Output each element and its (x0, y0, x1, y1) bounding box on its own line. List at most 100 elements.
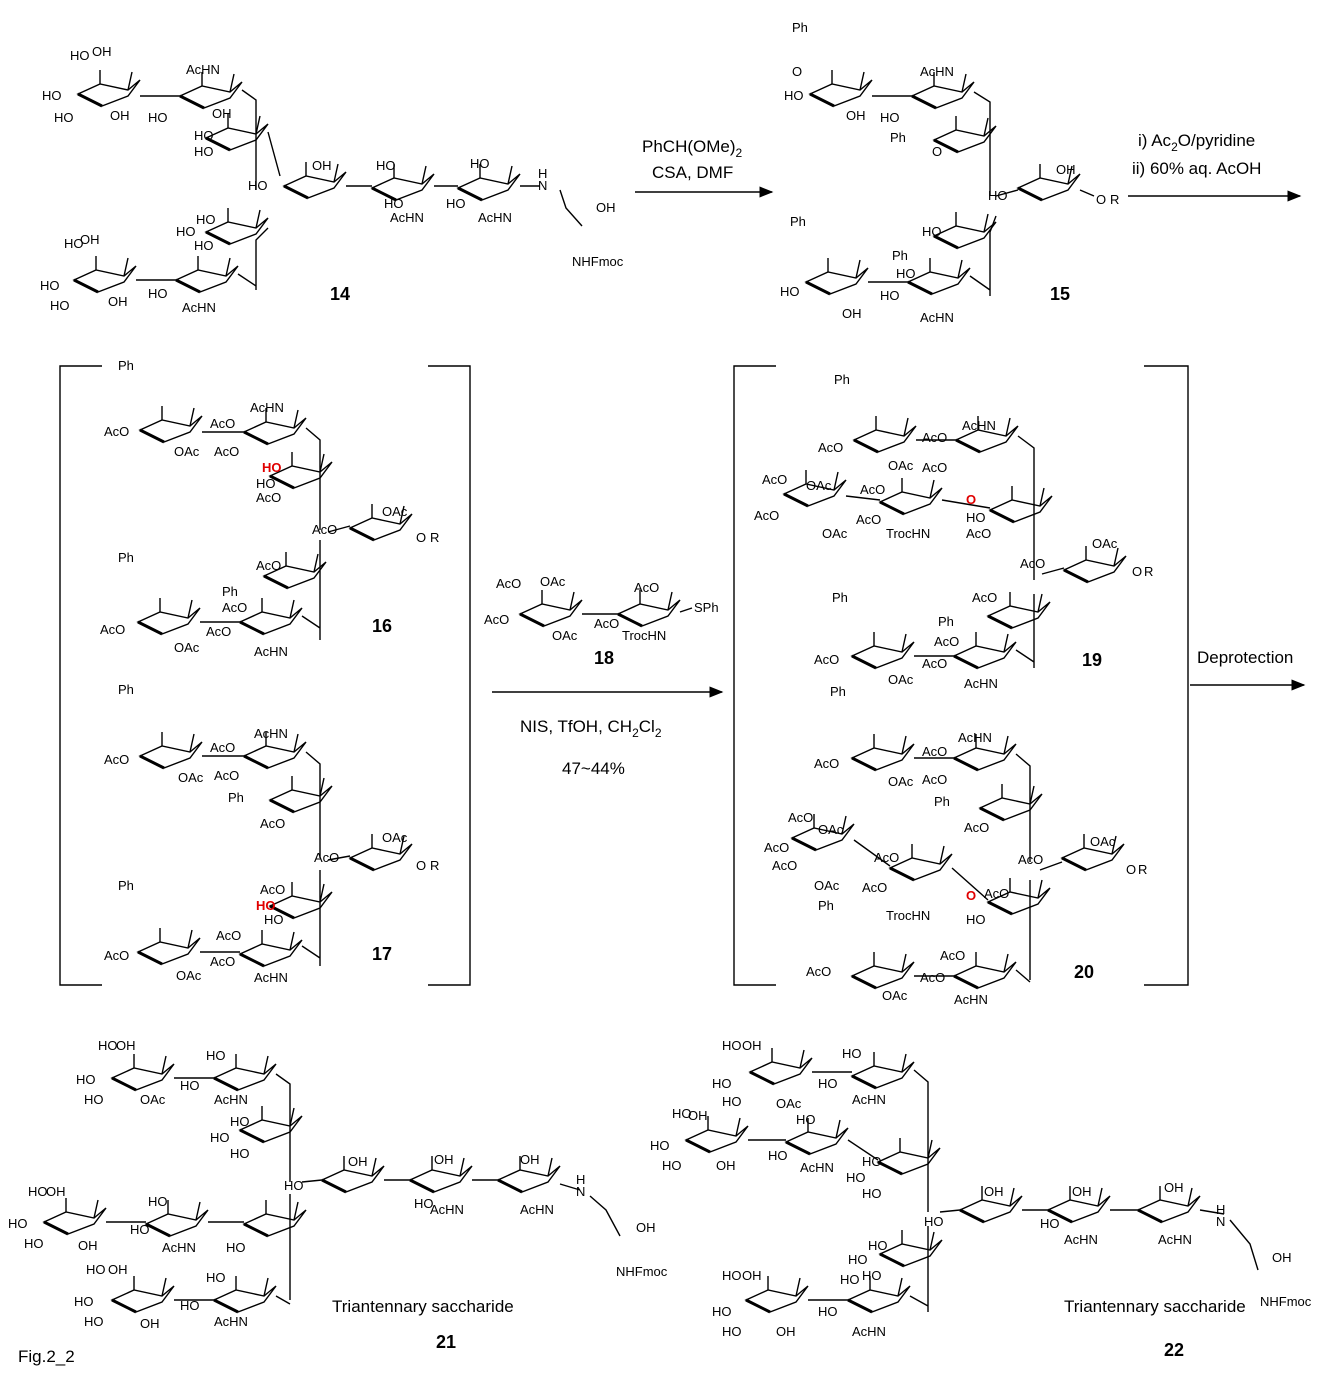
svg-text:AcO: AcO (922, 460, 947, 475)
svg-text:AcO: AcO (922, 744, 947, 759)
svg-text:Ph: Ph (818, 898, 834, 913)
svg-text:HO: HO (180, 1078, 200, 1093)
svg-text:HO: HO (842, 1046, 862, 1061)
svg-text:OAc: OAc (776, 1096, 802, 1111)
svg-text:H: H (538, 166, 547, 181)
svg-text:OH: OH (110, 108, 130, 123)
svg-text:AcO: AcO (214, 444, 239, 459)
svg-text:N: N (538, 178, 547, 193)
svg-text:OH: OH (636, 1220, 656, 1235)
bracket-19-20-right (1144, 365, 1189, 986)
svg-text:AcO: AcO (214, 768, 239, 783)
svg-text:OH: OH (596, 200, 616, 215)
svg-text:HO: HO (40, 278, 60, 293)
svg-text:HO: HO (284, 1178, 304, 1193)
svg-text:Ph: Ph (118, 358, 134, 373)
svg-text:AcO: AcO (312, 522, 337, 537)
svg-text:AcO: AcO (922, 656, 947, 671)
svg-text:19: 19 (1082, 650, 1102, 670)
svg-text:OAc: OAc (552, 628, 578, 643)
svg-text:AcHN: AcHN (254, 644, 288, 659)
svg-text:TrocHN: TrocHN (886, 526, 930, 541)
svg-text:Ph: Ph (790, 214, 806, 229)
svg-text:AcO: AcO (814, 652, 839, 667)
svg-text:HO: HO (470, 156, 490, 171)
bracket-19-20-left (733, 365, 776, 986)
figure-label: Fig.2_2 (18, 1347, 75, 1366)
svg-text:HO: HO (194, 128, 214, 143)
svg-text:HO: HO (722, 1094, 742, 1109)
svg-text:AcO: AcO (210, 416, 235, 431)
svg-text:OH: OH (1272, 1250, 1292, 1265)
step3-reagent: NIS, TfOH, CH2Cl2 (520, 717, 662, 740)
svg-text:HO: HO (256, 476, 276, 491)
svg-text:OH: OH (846, 108, 866, 123)
step4-label: Deprotection (1197, 648, 1293, 667)
svg-text:HO: HO (780, 284, 800, 299)
svg-text:HO: HO (896, 266, 916, 281)
svg-text:Ph: Ph (934, 794, 950, 809)
svg-text:HO: HO (796, 1112, 816, 1127)
svg-text:AcHN: AcHN (852, 1324, 886, 1339)
step1-conditions: CSA, DMF (652, 163, 733, 182)
svg-text:TrocHN: TrocHN (886, 908, 930, 923)
svg-text:AcO: AcO (920, 970, 945, 985)
svg-text:H: H (576, 1172, 585, 1187)
svg-text:AcO: AcO (314, 850, 339, 865)
svg-text:Ph: Ph (830, 684, 846, 699)
step3-yield: 47~44% (562, 759, 625, 778)
svg-text:AcO: AcO (966, 526, 991, 541)
svg-text:HO: HO (262, 460, 282, 475)
svg-text:HO: HO (650, 1138, 670, 1153)
svg-text:HO: HO (148, 1194, 168, 1209)
svg-text:AcO: AcO (634, 580, 659, 595)
svg-text:AcO: AcO (940, 948, 965, 963)
svg-text:AcO: AcO (210, 740, 235, 755)
svg-text:Ph: Ph (228, 790, 244, 805)
svg-text:HO: HO (194, 238, 214, 253)
svg-text:AcO: AcO (222, 600, 247, 615)
svg-text:HO: HO (226, 1240, 246, 1255)
svg-text:OH: OH (108, 1262, 128, 1277)
svg-text:O: O (1126, 862, 1136, 877)
svg-text:AcO: AcO (764, 840, 789, 855)
svg-text:OH: OH (78, 1238, 98, 1253)
svg-text:17: 17 (372, 944, 392, 964)
svg-text:HO: HO (818, 1076, 838, 1091)
svg-text:HO: HO (64, 236, 84, 251)
svg-text:HO: HO (988, 188, 1008, 203)
svg-text:HO: HO (840, 1272, 860, 1287)
svg-text:OH: OH (434, 1152, 454, 1167)
svg-text:OH: OH (80, 232, 100, 247)
svg-text:18: 18 (594, 648, 614, 668)
svg-text:AcO: AcO (496, 576, 521, 591)
svg-text:HO: HO (196, 212, 216, 227)
svg-text:HO: HO (376, 158, 396, 173)
svg-text:AcO: AcO (984, 886, 1009, 901)
svg-text:HO: HO (1040, 1216, 1060, 1231)
svg-text:AcHN: AcHN (186, 62, 220, 77)
svg-text:HO: HO (180, 1298, 200, 1313)
svg-text:Ph: Ph (118, 682, 134, 697)
svg-text:21: 21 (436, 1332, 456, 1352)
svg-text:OAc: OAc (806, 478, 832, 493)
svg-text:AcO: AcO (874, 850, 899, 865)
svg-text:Triantennary saccharide: Triantennary saccharide (332, 1297, 514, 1316)
svg-text:HO: HO (966, 510, 986, 525)
svg-text:HO: HO (148, 110, 168, 125)
svg-text:AcO: AcO (216, 928, 241, 943)
svg-text:OAc: OAc (1090, 834, 1116, 849)
svg-text:HO: HO (722, 1324, 742, 1339)
svg-text:AcO: AcO (210, 954, 235, 969)
svg-text:AcO: AcO (206, 624, 231, 639)
svg-text:Ph: Ph (118, 550, 134, 565)
svg-text:O: O (416, 858, 426, 873)
svg-text:O: O (932, 144, 942, 159)
svg-text:OAc: OAc (1092, 536, 1118, 551)
svg-text:AcO: AcO (862, 880, 887, 895)
svg-text:Ph: Ph (118, 878, 134, 893)
